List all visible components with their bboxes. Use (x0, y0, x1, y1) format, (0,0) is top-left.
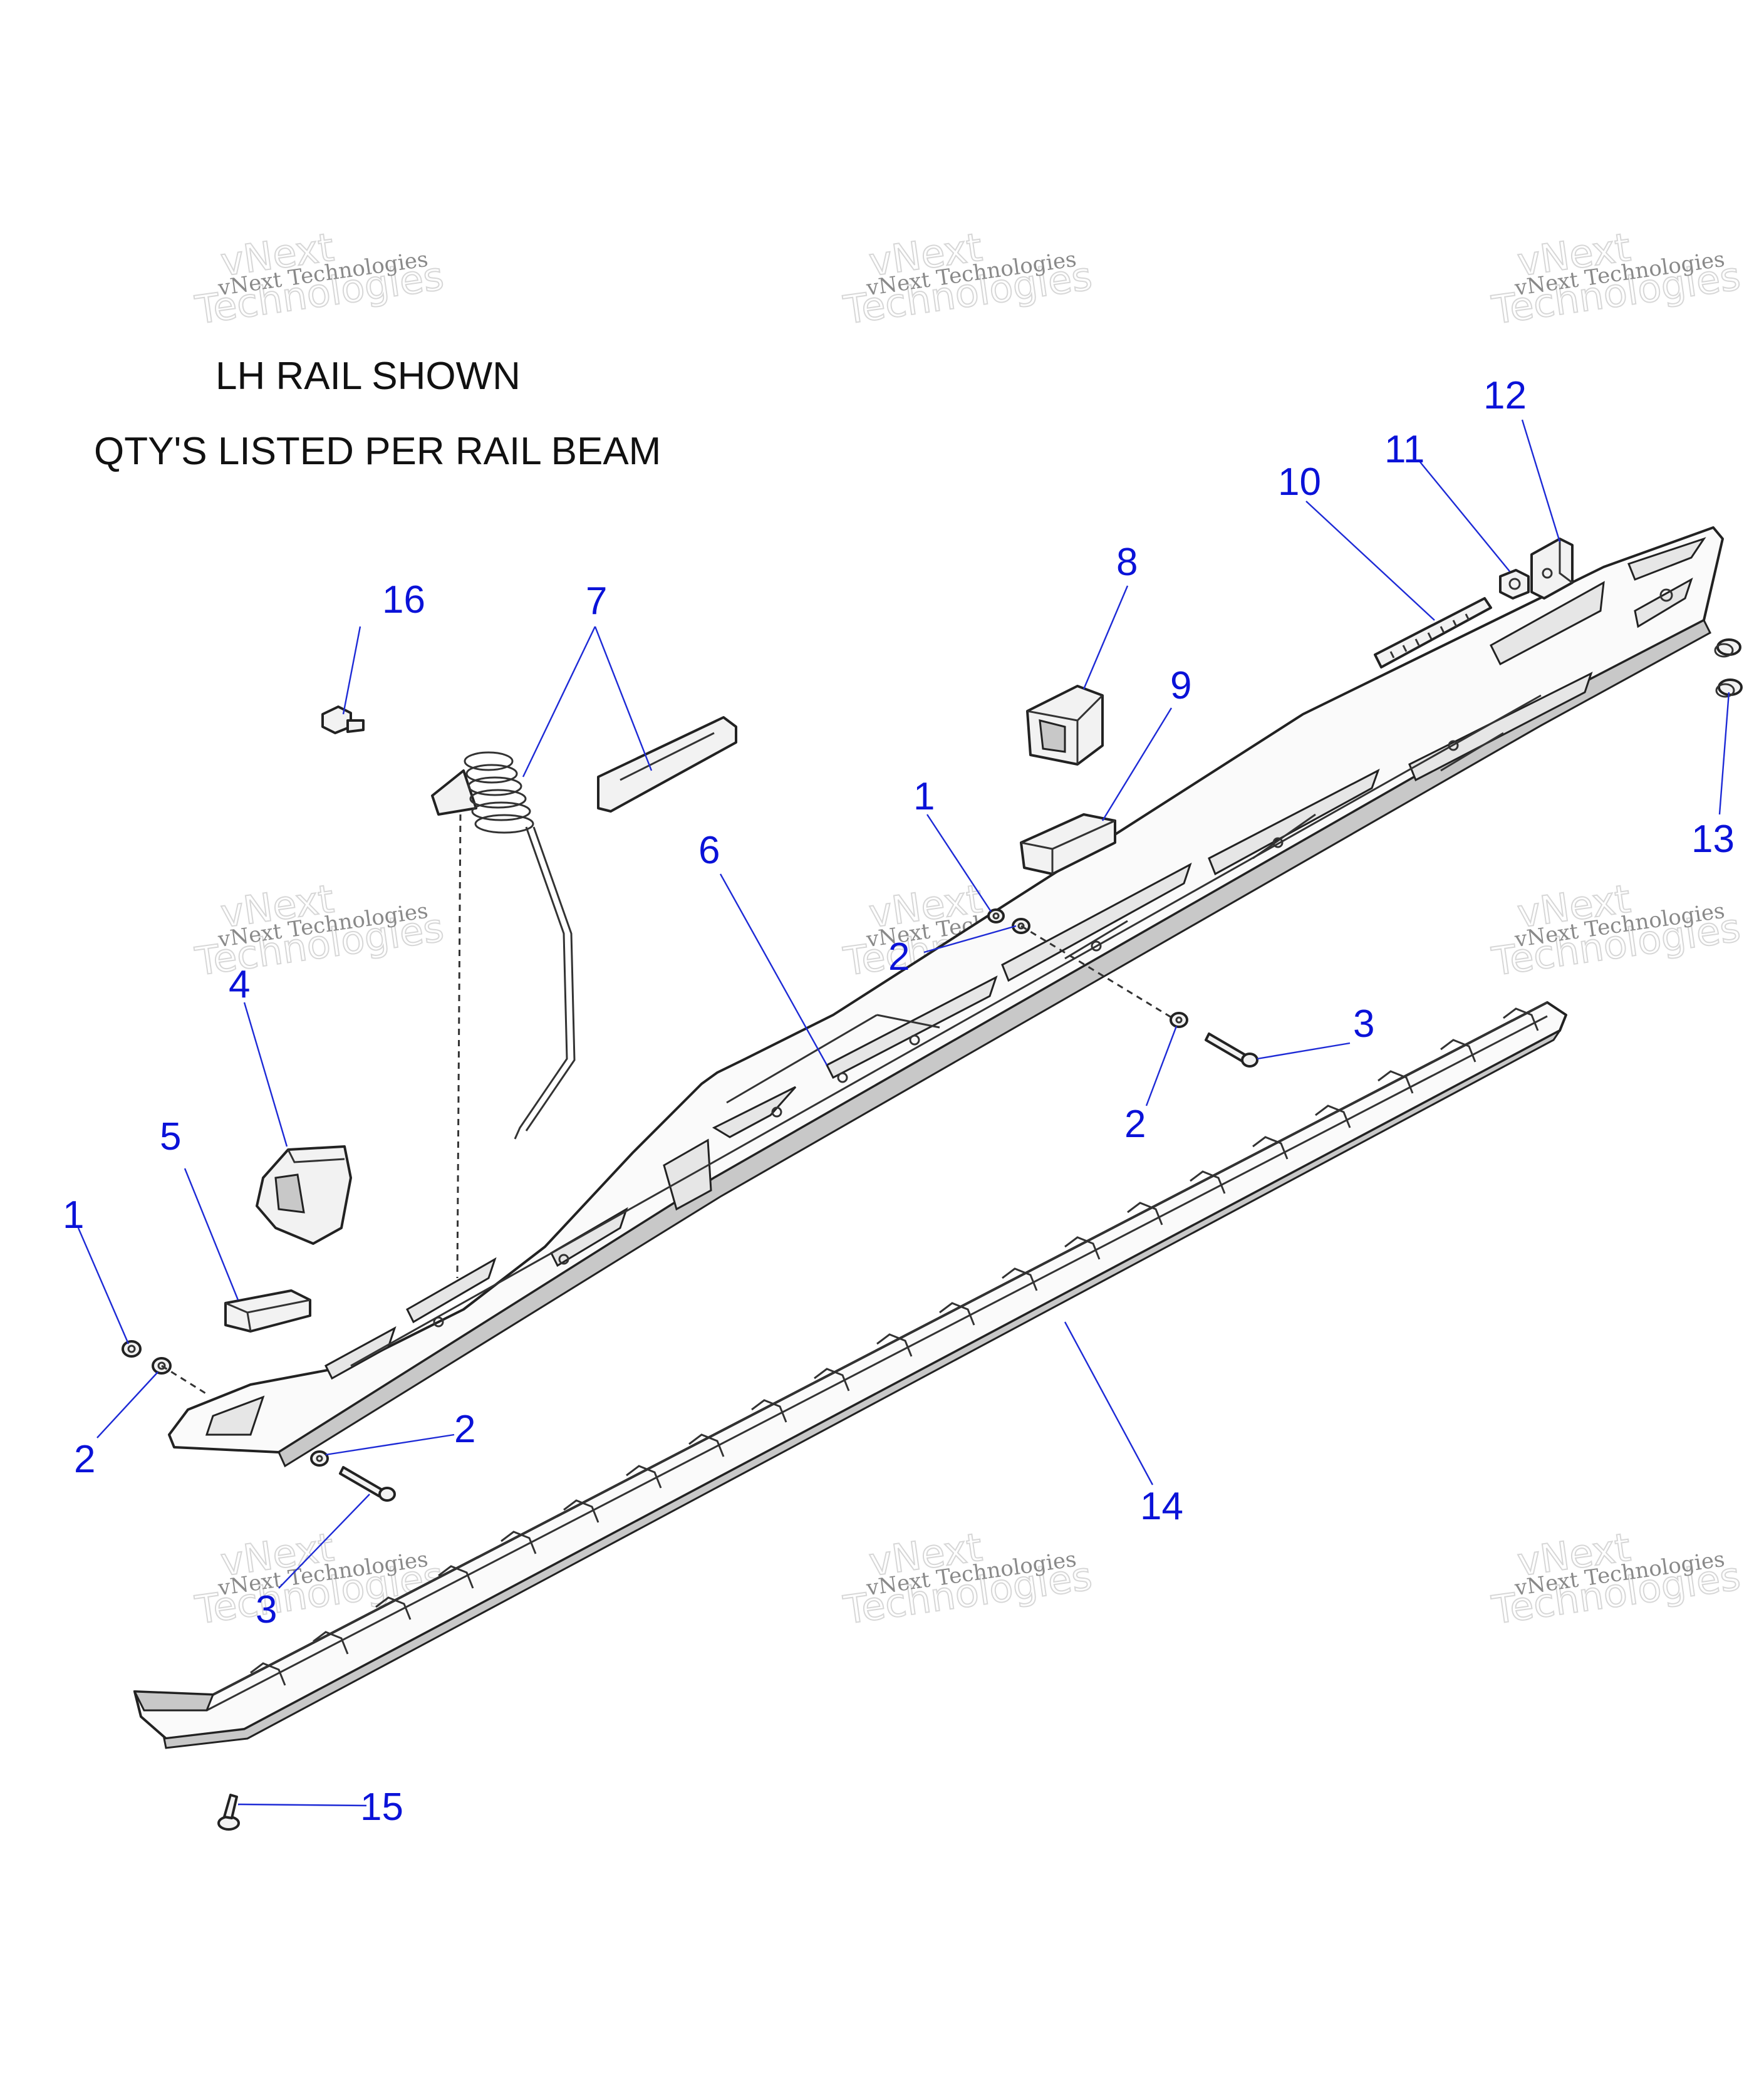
bolt-part-3-lower (339, 1466, 396, 1502)
callout-9: 9 (1170, 664, 1191, 707)
nut-part-1-front (122, 1340, 142, 1358)
watermark-top-left: vNext Technologies vNext Technologies (192, 224, 447, 334)
plug-part-13-lower (1715, 679, 1743, 698)
alignment-line-mid (1020, 925, 1178, 1022)
callout-2-lower: 2 (454, 1408, 475, 1451)
bumper-part-4 (256, 1145, 352, 1245)
watermark-bottom-center: vNext Technologies vNext Technologies (840, 1524, 1096, 1634)
leader-lines (77, 419, 1730, 1807)
watermark-bottom-left: vNext Technologies vNext Technologies (192, 1524, 447, 1634)
threaded-rod-part-10 (1374, 597, 1492, 668)
bolt-part-3-rear (1205, 1032, 1258, 1068)
callout-2-rear: 2 (1124, 1103, 1146, 1146)
callout-5: 5 (160, 1115, 181, 1158)
plug-part-13-upper (1714, 638, 1741, 658)
bracket-part-12 (1530, 538, 1574, 600)
block-part-8 (1026, 685, 1104, 766)
nut-part-11 (1499, 569, 1530, 600)
alignment-line-front (161, 1365, 207, 1395)
callout-1-mid: 1 (913, 775, 935, 818)
callout-10: 10 (1278, 460, 1321, 504)
wear-strip-part-14 (133, 1001, 1567, 1749)
callout-3-lower: 3 (256, 1588, 277, 1631)
callout-2-front: 2 (74, 1438, 95, 1481)
callout-13: 13 (1691, 818, 1735, 861)
watermark-bottom-right: vNext Technologies vNext Technologies (1488, 1524, 1744, 1634)
callout-14: 14 (1140, 1485, 1183, 1528)
callout-3-rear: 3 (1353, 1002, 1374, 1046)
spring-and-clip-part-7 (431, 716, 737, 1279)
slider-block-part-9 (1020, 813, 1116, 875)
watermark-middle-right: vNext Technologies vNext Technologies (1488, 875, 1744, 985)
callout-12: 12 (1483, 374, 1527, 417)
clip-part-5 (224, 1289, 311, 1333)
callout-11: 11 (1384, 428, 1424, 471)
rail-beam-part-6 (168, 526, 1724, 1468)
nut-part-1-mid (987, 908, 1005, 923)
note-qty-per-rail-beam: QTY'S LISTED PER RAIL BEAM (94, 430, 662, 473)
callout-6: 6 (698, 829, 720, 872)
svg-text:vNext: vNext (866, 1524, 985, 1585)
watermark-top-right: vNext Technologies vNext Technologies (1488, 224, 1744, 334)
bolt-part-16 (321, 705, 365, 734)
screw-part-15 (217, 1794, 240, 1831)
callout-labels: 16 7 8 9 10 11 12 13 6 1 2 3 2 4 5 1 2 2… (63, 374, 1735, 1829)
callout-7: 7 (586, 580, 607, 623)
callout-16: 16 (382, 578, 425, 621)
callout-8: 8 (1116, 541, 1138, 584)
watermark-top-center: vNext Technologies vNext Technologies (840, 224, 1096, 334)
callout-2-mid: 2 (888, 935, 910, 979)
washer-part-2-rear (1170, 1012, 1188, 1028)
callout-15: 15 (360, 1786, 403, 1829)
note-lh-rail-shown: LH RAIL SHOWN (215, 355, 521, 398)
washer-part-2-lower (310, 1450, 329, 1467)
callout-1-front: 1 (63, 1193, 84, 1237)
watermark-middle-left: vNext Technologies vNext Technologies (192, 875, 447, 985)
callout-4: 4 (229, 963, 250, 1006)
